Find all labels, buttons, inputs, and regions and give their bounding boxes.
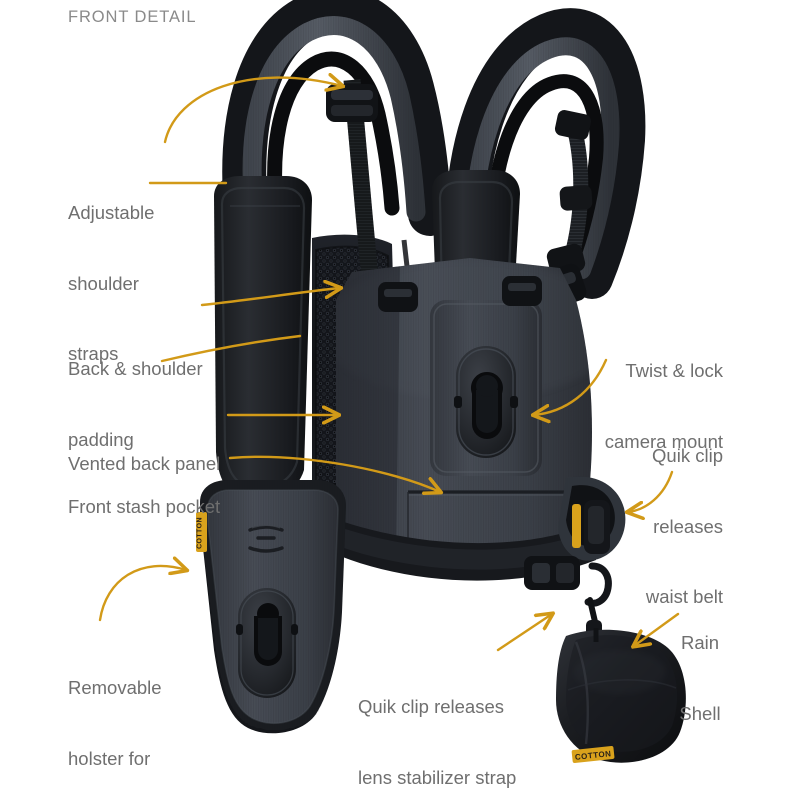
rain-shell-pouch: COTTON — [556, 628, 686, 763]
callout-twist-and-lock-camera-mount: Twist & lock camera mount — [463, 312, 723, 500]
left-shoulder-pad — [214, 176, 312, 502]
callout-line: Removable — [68, 677, 162, 698]
callout-line: Quik clip releases — [358, 696, 505, 717]
callout-line: camera mount — [604, 430, 723, 452]
rain-shell-brand-tab: COTTON — [571, 746, 615, 763]
waist-side-release-buckle — [524, 556, 580, 590]
callout-line: Back & shoulder — [68, 358, 203, 379]
callout-quik-clip-releases-waist-belt: Quik clip releases waist belt — [503, 397, 723, 656]
callout-line: Shell — [679, 702, 721, 724]
waist-belt-quick-clip-assembly — [524, 476, 626, 642]
removable-holster: COTTON — [196, 480, 346, 734]
callout-line: Front stash pocket — [68, 496, 221, 517]
callout-line: Vented back panel — [68, 453, 221, 474]
callout-adjustable-shoulder-straps: Adjustable shoulder straps — [68, 154, 154, 413]
callout-removable-holster-second-camera: Removable holster for second camera — [68, 629, 162, 800]
callout-line: shoulder — [68, 272, 139, 294]
callout-rain-shell: Rain Shell — [640, 584, 760, 772]
callout-quik-clip-releases-lens-stabilizer-strap: Quik clip releases lens stabilizer strap — [358, 648, 516, 800]
callout-line: holster for — [68, 747, 151, 769]
callout-line: releases — [653, 515, 723, 537]
yellow-pull-tab — [572, 504, 581, 548]
callout-line: Quik clip — [652, 445, 723, 466]
callout-back-and-shoulder-padding: Back & shoulder padding — [68, 310, 203, 498]
holster-brand-tab: COTTON — [196, 512, 207, 552]
svg-text:COTTON: COTTON — [197, 517, 204, 549]
callout-line: waist belt — [645, 586, 723, 607]
twist-and-lock-camera-mount-plate — [454, 346, 518, 458]
shoulder-strap-adjuster-buckle — [326, 84, 378, 122]
embossed-brand-logo — [248, 525, 284, 553]
callout-line: Adjustable — [68, 202, 155, 223]
callout-line: straps — [68, 343, 119, 364]
page-title: FRONT DETAIL — [68, 8, 197, 26]
callout-vented-back-panel: Vented back panel — [68, 405, 220, 523]
holster-mount-plate — [236, 588, 298, 698]
callout-line: padding — [68, 428, 134, 450]
callout-front-stash-pocket: Front stash pocket — [68, 448, 220, 566]
callout-line: Twist & lock — [625, 360, 723, 381]
callout-line: Rain — [680, 632, 720, 653]
shoulder-attachment-hardware — [378, 276, 542, 312]
camera-mount-panel — [430, 300, 542, 476]
svg-text:COTTON: COTTON — [574, 749, 611, 762]
callout-line: lens stabilizer strap — [358, 766, 517, 788]
